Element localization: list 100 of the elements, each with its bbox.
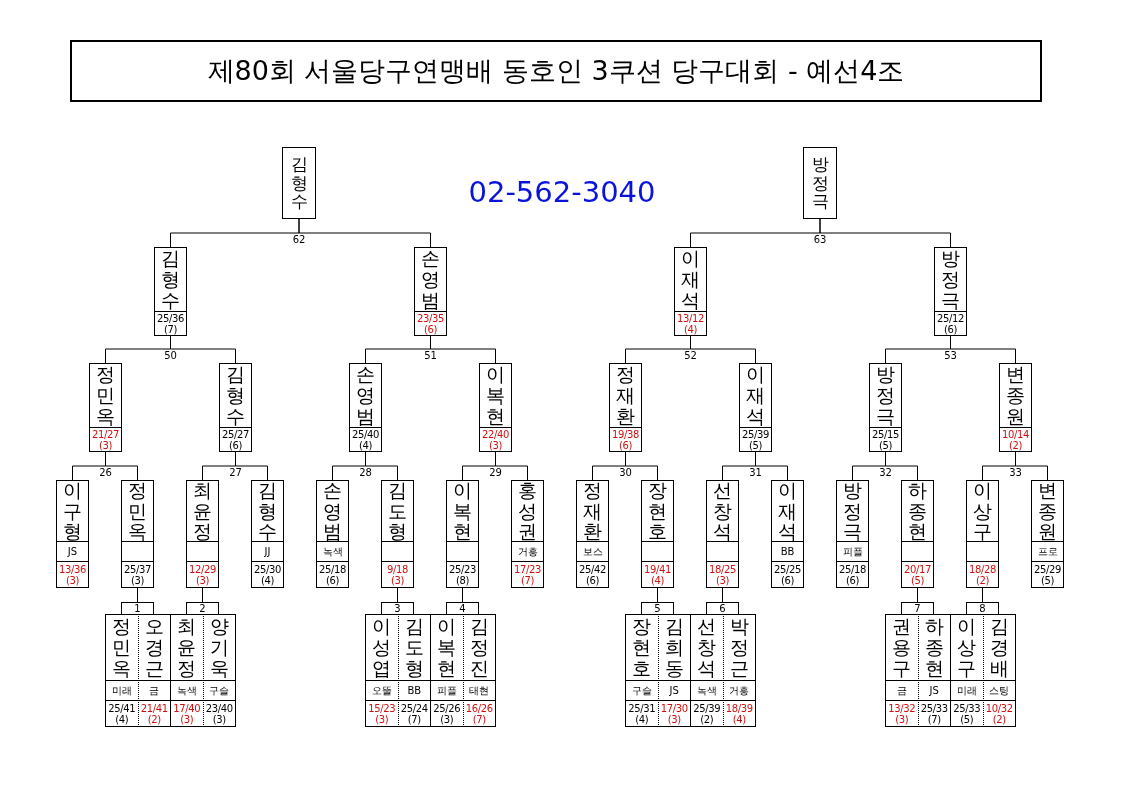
score-text: 25/33 (5) bbox=[952, 702, 982, 725]
edge-label: 29 bbox=[488, 468, 503, 478]
edge-label: 62 bbox=[291, 235, 307, 245]
score-text: 15/23 (3) bbox=[367, 702, 397, 725]
player-card bbox=[917, 614, 951, 727]
score-text: 25/33 (7) bbox=[919, 702, 949, 725]
player-name: 방정극 bbox=[811, 154, 829, 212]
player-card bbox=[121, 480, 154, 588]
score-text: 25/15 (5) bbox=[871, 428, 900, 451]
player-card bbox=[999, 363, 1032, 452]
player-name: 정민옥 bbox=[128, 481, 147, 541]
score-text: 17/30 (3) bbox=[659, 702, 689, 725]
player-card bbox=[137, 614, 171, 727]
score-text: 25/30 (4) bbox=[253, 563, 282, 586]
player-card bbox=[316, 480, 349, 588]
player-name: 변종원 bbox=[1006, 364, 1025, 427]
score-text: 18/25 (3) bbox=[708, 563, 737, 586]
player-card bbox=[89, 363, 122, 452]
player-name: 이상구 bbox=[957, 616, 977, 679]
bracket-line bbox=[397, 587, 398, 603]
player-card bbox=[982, 614, 1016, 727]
bracket-line bbox=[298, 218, 431, 248]
player-name: 정재환 bbox=[616, 364, 635, 427]
player-name: 이복현 bbox=[486, 364, 505, 427]
club-name: 태현 bbox=[469, 685, 490, 696]
player-card bbox=[934, 247, 967, 336]
player-card bbox=[576, 480, 609, 588]
club-name: 보스 bbox=[582, 546, 603, 557]
player-card bbox=[251, 480, 284, 588]
bracket-line bbox=[202, 587, 203, 603]
club-name: JS bbox=[929, 685, 939, 696]
score-text: 17/23 (7) bbox=[513, 563, 542, 586]
score-text: 25/18 (6) bbox=[318, 563, 347, 586]
player-card bbox=[282, 147, 316, 219]
club-name: BB bbox=[407, 685, 422, 696]
score-text: 25/27 (6) bbox=[221, 428, 250, 451]
player-name: 김희동 bbox=[664, 616, 684, 679]
player-name: 이구형 bbox=[63, 481, 82, 541]
club-name: 녹색 bbox=[322, 546, 343, 557]
player-card bbox=[349, 363, 382, 452]
edge-label: 50 bbox=[163, 351, 178, 361]
player-name: 오경근 bbox=[144, 616, 164, 679]
club-name: 구슬 bbox=[631, 685, 652, 696]
bracket-line bbox=[657, 587, 658, 603]
bracket-line bbox=[137, 587, 138, 603]
club-name: 미래 bbox=[111, 685, 132, 696]
score-text: 25/39 (2) bbox=[692, 702, 722, 725]
club-name: 미래 bbox=[956, 685, 977, 696]
club-name: 오뚤 bbox=[371, 685, 392, 696]
player-name: 홍성권 bbox=[518, 481, 537, 541]
player-card bbox=[511, 480, 544, 588]
edge-label: 53 bbox=[943, 351, 958, 361]
bracket-line bbox=[819, 218, 951, 248]
player-name: 김형수 bbox=[290, 154, 308, 212]
player-card bbox=[657, 614, 691, 727]
player-card bbox=[950, 614, 983, 727]
player-card bbox=[397, 614, 431, 727]
club-name: 프로 bbox=[1037, 546, 1058, 557]
score-text: 18/39 (4) bbox=[724, 702, 754, 725]
player-name: 이복현 bbox=[453, 481, 472, 541]
player-card bbox=[105, 614, 138, 727]
edge-label: 32 bbox=[878, 468, 893, 478]
score-text: 25/36 (7) bbox=[156, 312, 185, 335]
player-card bbox=[966, 480, 999, 588]
score-text: 25/18 (6) bbox=[838, 563, 867, 586]
club-name: BB bbox=[780, 546, 795, 557]
score-text: 25/24 (7) bbox=[399, 702, 429, 725]
player-card bbox=[202, 614, 236, 727]
score-text: 12/29 (3) bbox=[188, 563, 217, 586]
score-text: 13/12 (4) bbox=[676, 312, 705, 335]
player-name: 손영범 bbox=[421, 248, 440, 311]
score-text: 19/41 (4) bbox=[643, 563, 672, 586]
player-name: 장현호 bbox=[632, 616, 652, 679]
player-card bbox=[722, 614, 756, 727]
player-name: 이복현 bbox=[437, 616, 457, 679]
score-text: 25/31 (4) bbox=[627, 702, 657, 725]
score-text: 17/40 (3) bbox=[172, 702, 202, 725]
club-name: 녹색 bbox=[696, 685, 717, 696]
bracket-line bbox=[462, 587, 463, 603]
player-name: 이재석 bbox=[778, 481, 797, 541]
club-name: 금 bbox=[896, 685, 907, 696]
player-name: 손영범 bbox=[323, 481, 342, 541]
club-name: 구슬 bbox=[209, 685, 230, 696]
player-card bbox=[836, 480, 869, 588]
phone-number: 02-562-3040 bbox=[467, 178, 657, 207]
player-card bbox=[479, 363, 512, 452]
score-text: 25/12 (6) bbox=[936, 312, 965, 335]
player-card bbox=[462, 614, 496, 727]
match-number: 2 bbox=[199, 604, 206, 614]
player-card bbox=[641, 480, 674, 588]
player-name: 김형수 bbox=[258, 481, 277, 541]
player-card bbox=[690, 614, 723, 727]
player-card bbox=[771, 480, 804, 588]
edge-label: 51 bbox=[423, 351, 438, 361]
score-text: 18/28 (2) bbox=[968, 563, 997, 586]
edge-label: 26 bbox=[98, 468, 113, 478]
edge-label: 33 bbox=[1008, 468, 1023, 478]
player-name: 이재석 bbox=[681, 248, 700, 311]
club-name: JS bbox=[67, 546, 78, 557]
club-name: 피플 bbox=[436, 685, 457, 696]
